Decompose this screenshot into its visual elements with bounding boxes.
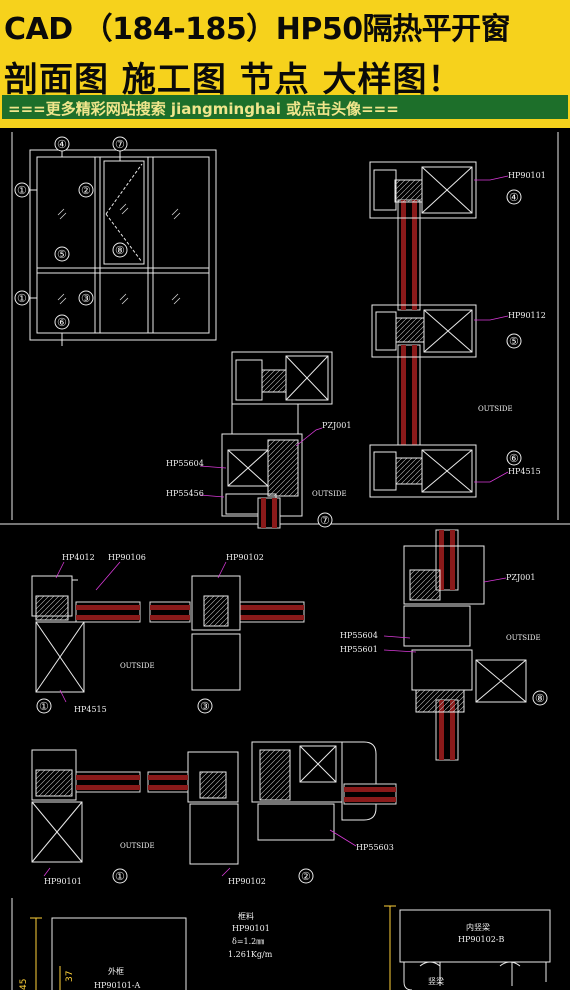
label-pzj001-8: PZJ001 (506, 573, 535, 582)
elev-marker-2: ② (81, 184, 91, 197)
title-line-1: CAD （184-185）HP50隔热平开窗 (4, 12, 511, 47)
elev-marker-3: ③ (81, 292, 91, 305)
label-outside-bottom: OUTSIDE (120, 842, 155, 850)
title-banner: CAD （184-185）HP50隔热平开窗 剖面图 施工图 节点 大样图！ =… (0, 0, 570, 128)
sheet-borders (0, 132, 570, 990)
marker-7: ⑦ (320, 514, 330, 527)
dim-45: 45 (19, 979, 29, 990)
label-outside-8: OUTSIDE (506, 634, 541, 642)
promo-strip[interactable]: ===更多精彩网站搜索 jiangminghai 或点击头像=== (2, 95, 568, 119)
window-elevation (18, 138, 217, 346)
marker-4-right: ④ (509, 191, 519, 204)
label-hp90106: HP90106 (108, 553, 146, 562)
title-line-2: 剖面图 施工图 节点 大样图！ (4, 60, 463, 100)
dim-37: 37 (65, 971, 75, 982)
frame-thickness: δ=1.2㎜ (232, 937, 264, 946)
section-3: HP90102 ③ (149, 553, 305, 714)
label-outside-7: OUTSIDE (312, 490, 347, 498)
frame-weight: 1.261Kg/m (228, 950, 273, 959)
outer-frame-code: HP90101-A (94, 981, 141, 990)
label-hp4515-1: HP4515 (74, 705, 107, 714)
label-hp55604-7: HP55604 (166, 459, 204, 468)
marker-5-right: ⑤ (509, 335, 519, 348)
section-7: PZJ001 HP55604 HP55456 OUTSIDE ⑦ (166, 351, 351, 529)
elev-marker-4: ④ (57, 138, 67, 151)
label-hp55603: HP55603 (356, 843, 394, 852)
label-hp55456-7: HP55456 (166, 489, 204, 498)
label-hp90102-bottom: HP90102 (228, 877, 266, 886)
mullion-label: 竖梁 (428, 977, 444, 986)
marker-1-mid: ① (39, 700, 49, 713)
elevation-markers: ④ ⑦ ① ② ⑤ ⑧ ① ③ ⑥ (14, 136, 128, 330)
section-8: PZJ001 HP55604 HP55601 OUTSIDE ⑧ (340, 529, 548, 761)
label-hp55604-8: HP55604 (340, 631, 378, 640)
label-hp90101: HP90101 (508, 171, 546, 180)
elev-marker-1a: ① (17, 184, 27, 197)
outer-frame-label: 外框 (108, 966, 124, 976)
label-pzj001-7: PZJ001 (322, 421, 351, 430)
elev-marker-8: ⑧ (115, 244, 125, 257)
section-1: HP4012 HP90106 OUTSIDE HP4515 ① (31, 553, 155, 714)
section-bottom: OUTSIDE HP90101 HP90102 HP55603 ① ② (31, 741, 397, 886)
mullion-title: 内竖梁 (466, 922, 490, 932)
elev-marker-7: ⑦ (115, 138, 125, 151)
mullion-code: HP90102-B (458, 935, 505, 944)
elev-marker-6: ⑥ (57, 316, 67, 329)
frame-title: 框料 (238, 911, 254, 921)
label-hp90112: HP90112 (508, 311, 546, 320)
label-outside-right: OUTSIDE (478, 405, 513, 413)
elev-marker-5: ⑤ (57, 248, 67, 261)
elev-marker-1b: ① (17, 292, 27, 305)
label-hp90101-bottom: HP90101 (44, 877, 82, 886)
label-hp90102-3: HP90102 (226, 553, 264, 562)
marker-1-bottom: ① (115, 870, 125, 883)
profile-detail: 45 37 框料 HP90101 δ=1.2㎜ 1.261Kg/m 外框 HP9… (19, 905, 551, 990)
vertical-section-right: HP90101 HP90112 HP4515 OUTSIDE ④ ⑤ ⑥ (369, 161, 546, 498)
marker-3: ③ (200, 700, 210, 713)
promo-text: ===更多精彩网站搜索 jiangminghai 或点击头像=== (8, 100, 399, 118)
frame-code: HP90101 (232, 924, 270, 933)
marker-2-bottom: ② (301, 870, 311, 883)
marker-6-right: ⑥ (509, 452, 519, 465)
marker-8: ⑧ (535, 692, 545, 705)
label-hp4515: HP4515 (508, 467, 541, 476)
label-hp4012: HP4012 (62, 553, 95, 562)
label-outside-1: OUTSIDE (120, 662, 155, 670)
label-hp55601-8: HP55601 (340, 645, 378, 654)
